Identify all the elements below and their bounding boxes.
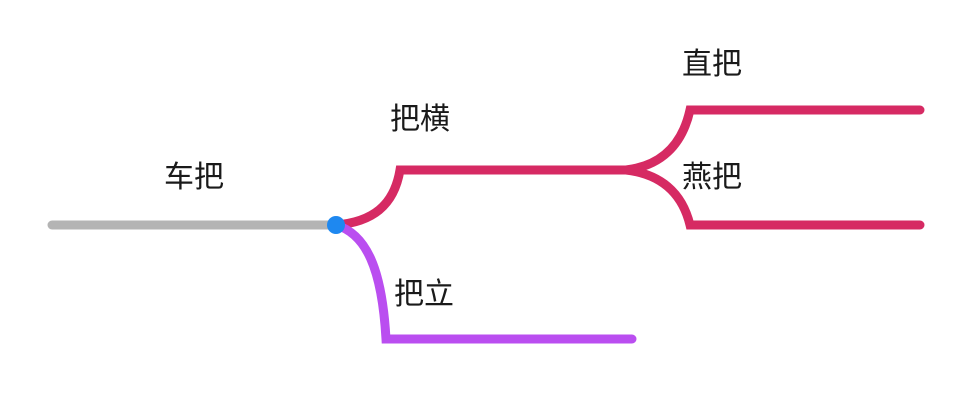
branch-yanba[interactable]	[621, 165, 925, 230]
node-label-bali[interactable]: 把立	[394, 277, 454, 312]
branch-bahang[interactable]	[331, 165, 631, 230]
node-label-yanba[interactable]: 燕把	[682, 160, 742, 195]
branch-bali[interactable]	[331, 220, 637, 344]
branch-zhiba[interactable]	[621, 105, 925, 175]
node-label-zhiba[interactable]: 直把	[682, 47, 742, 82]
root-node-dot[interactable]	[327, 216, 345, 234]
node-label-bahang[interactable]: 把横	[390, 102, 450, 137]
node-label-root[interactable]: 车把	[164, 160, 224, 195]
